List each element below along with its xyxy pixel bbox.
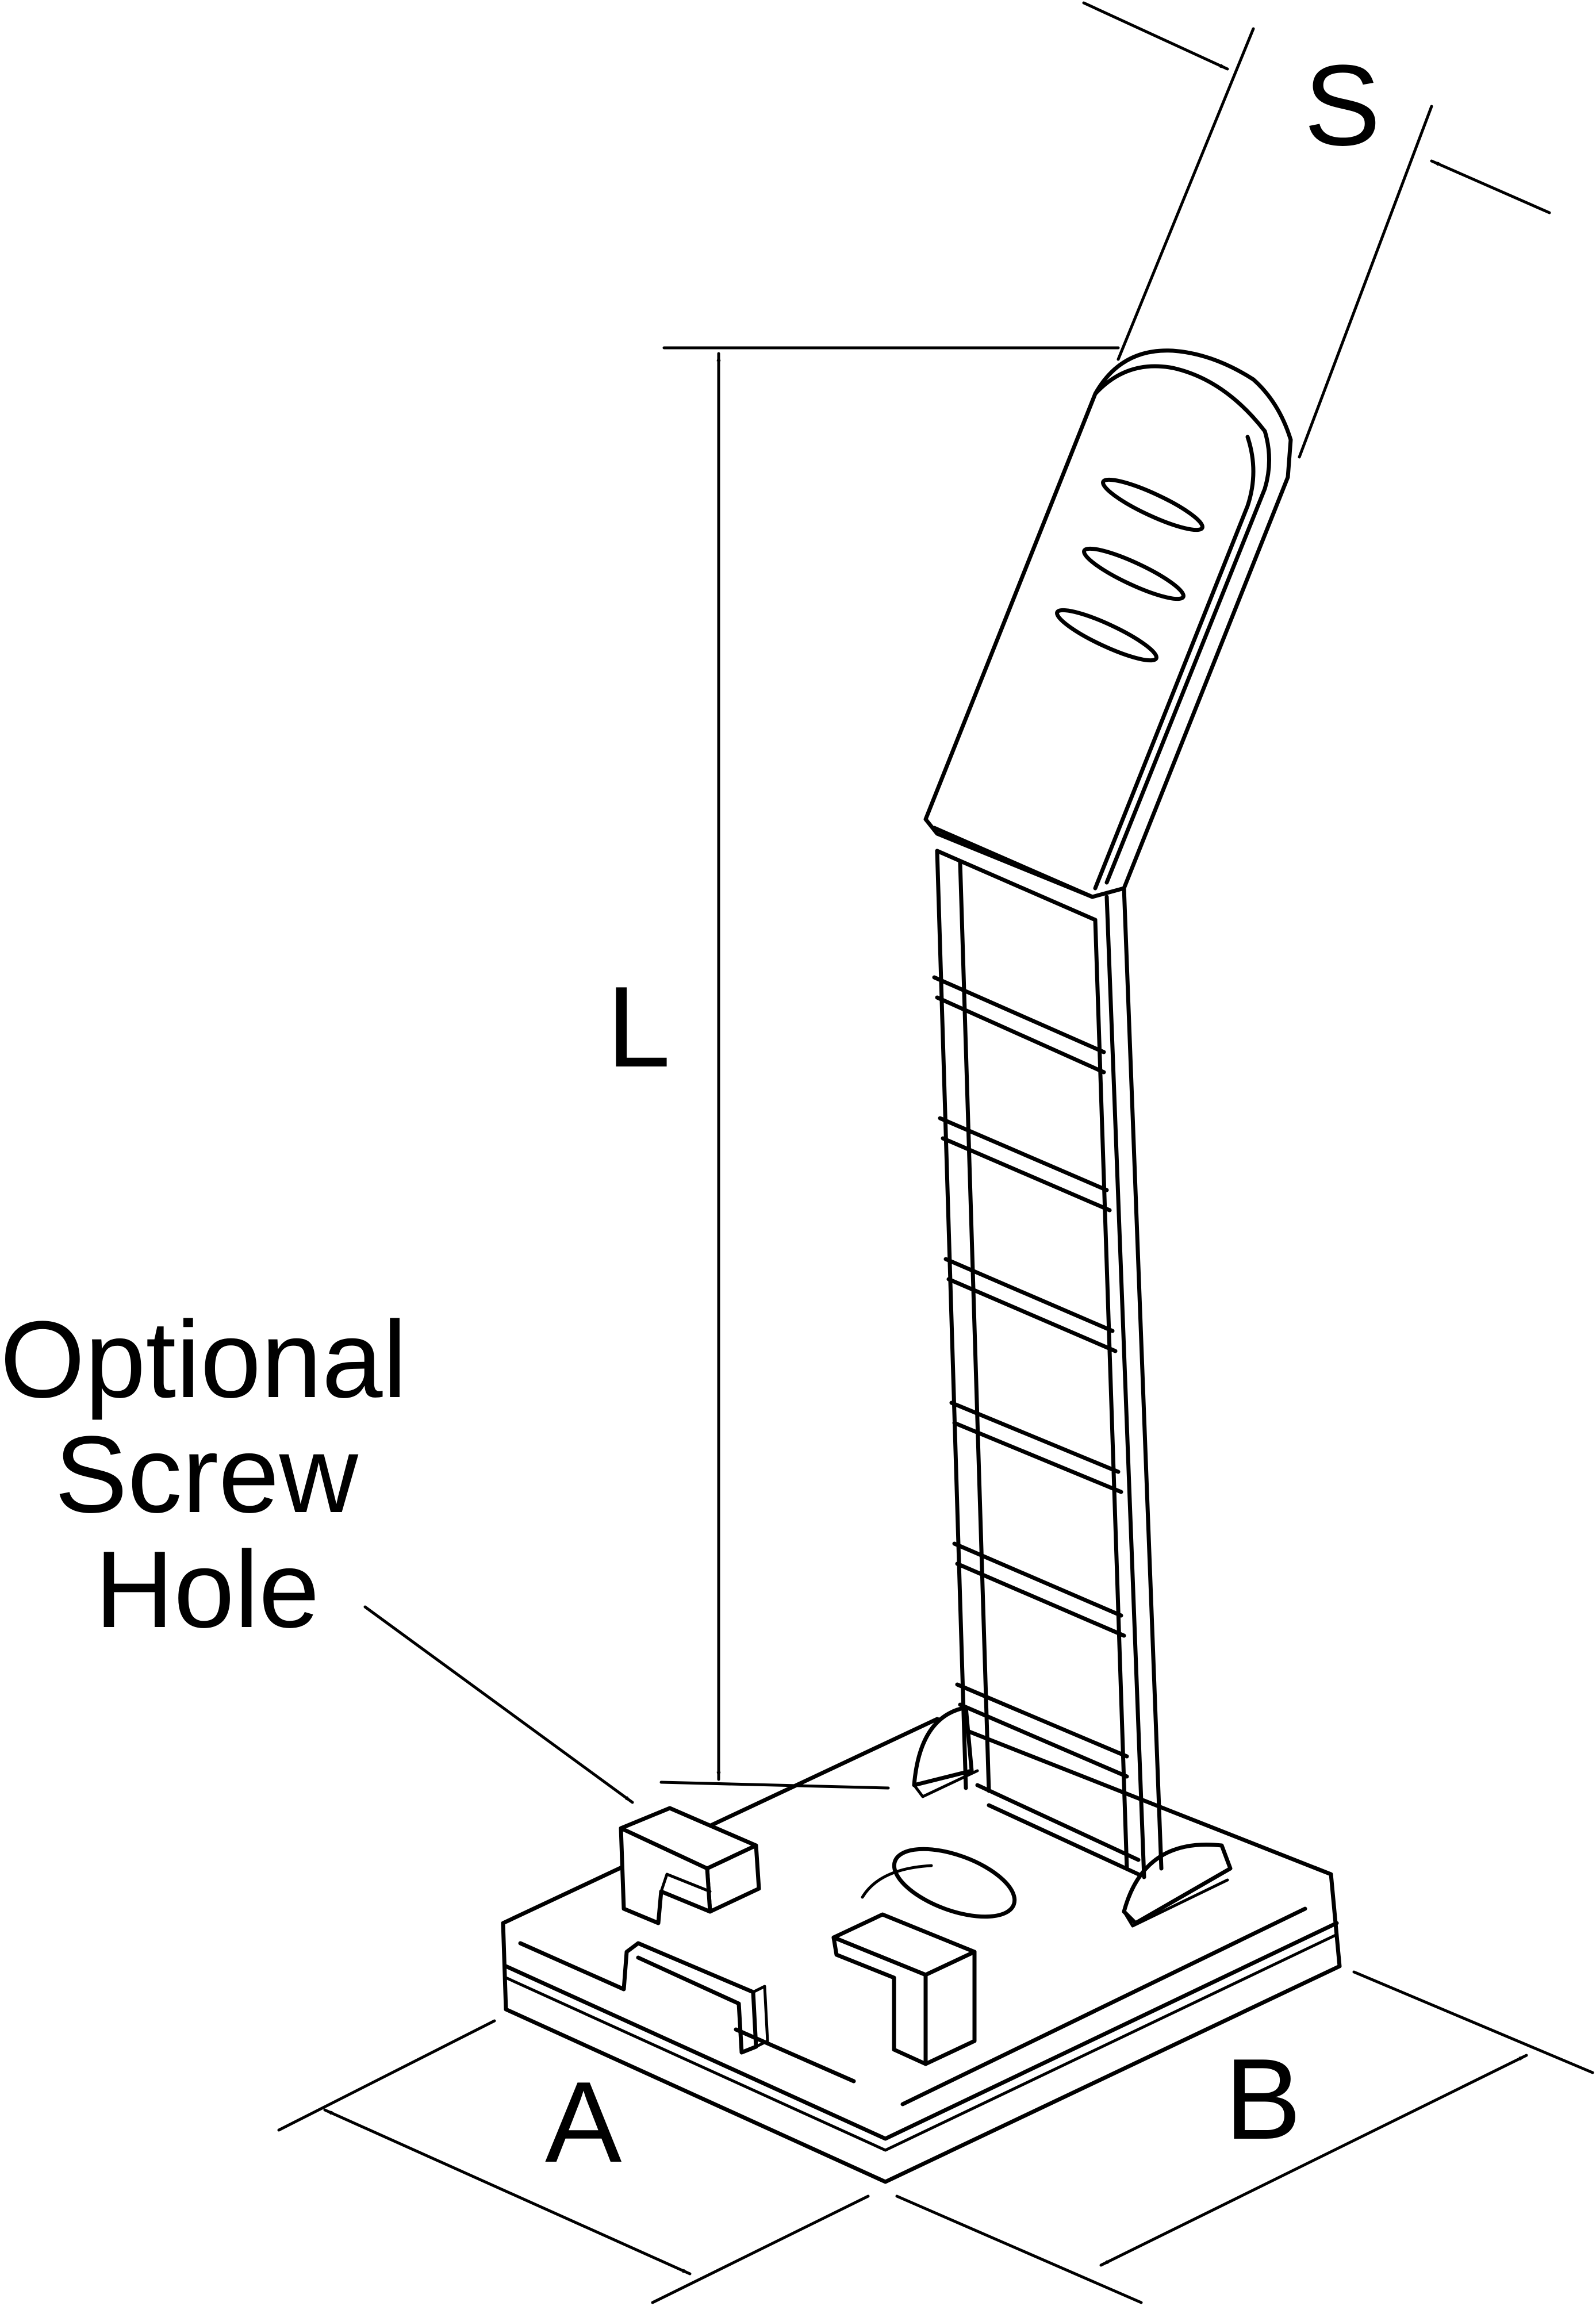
dimension-label-s: S	[1304, 41, 1380, 170]
dimension-label-a: A	[545, 2058, 622, 2186]
callout-line-optional: Optional	[0, 1299, 407, 1421]
dimension-s: S	[1082, 1, 1551, 459]
dimension-label-l: L	[607, 963, 670, 1091]
callout-line-screw: Screw	[55, 1414, 359, 1536]
base-plate	[501, 1717, 1342, 2184]
callout-optional-screw-hole: Optional Screw Hole	[0, 1299, 634, 1804]
rear-boss-right	[1122, 1843, 1233, 1928]
strap	[923, 348, 1293, 1879]
dimension-b: B	[895, 1970, 1594, 2304]
dimension-label-b: B	[1225, 2035, 1301, 2163]
center-guide-block	[831, 1912, 977, 2066]
dimension-a: A	[277, 2019, 870, 2304]
rear-boss-left	[912, 1705, 979, 1798]
callout-line-hole: Hole	[95, 1529, 320, 1651]
screw-boss-block	[619, 1806, 761, 1925]
dimension-l: L	[607, 346, 1120, 1790]
